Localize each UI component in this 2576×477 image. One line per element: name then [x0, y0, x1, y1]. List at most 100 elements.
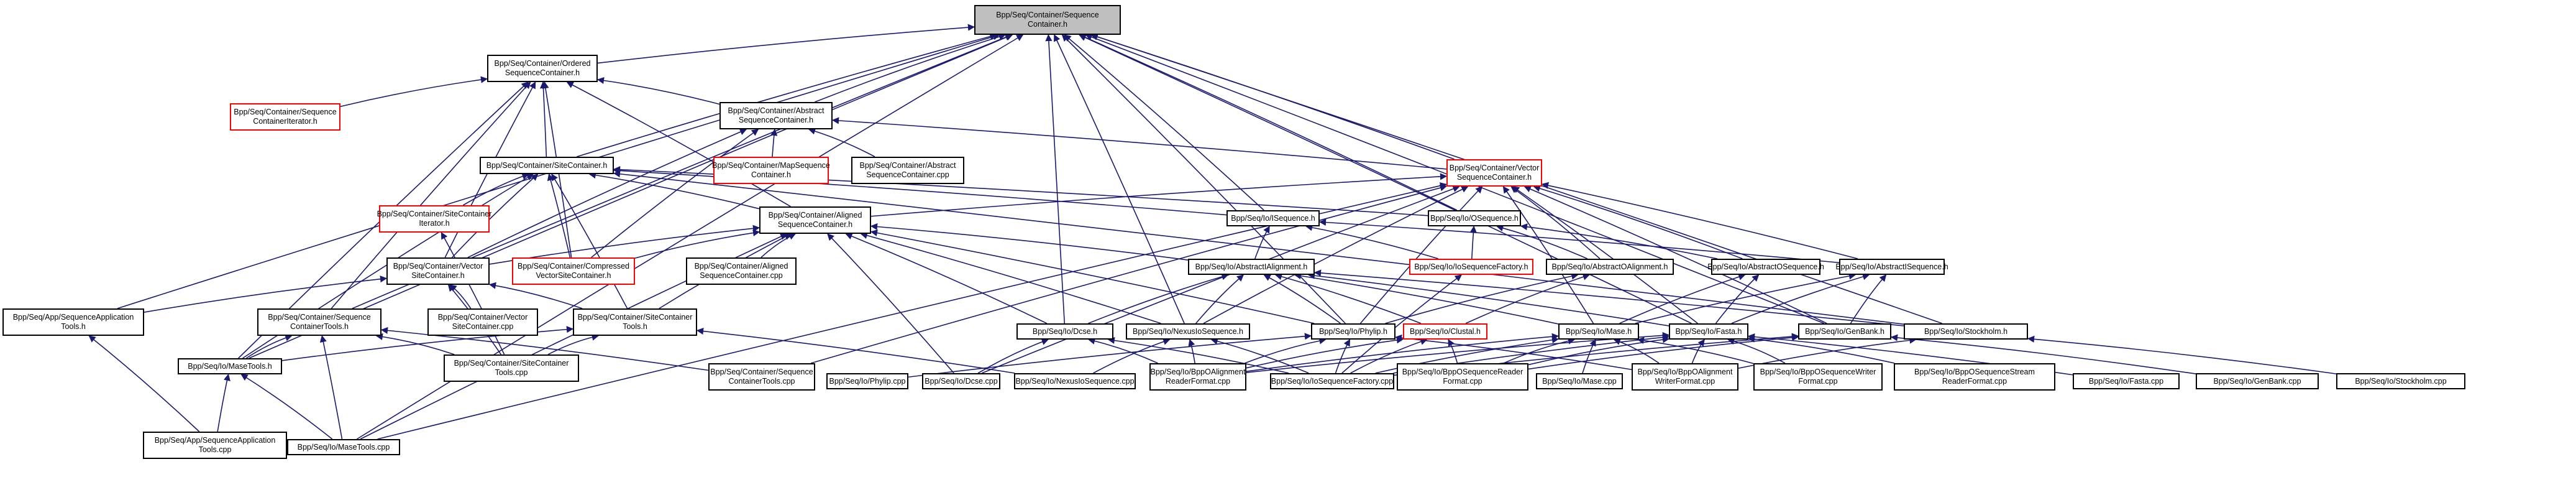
- edge-aligned-to-ordered: [566, 81, 791, 207]
- graph-node-stockholmh[interactable]: Bpp/Seq/Io/Stockholm.h: [1904, 323, 2028, 340]
- graph-node-oalignreader[interactable]: Bpp/Seq/Io/BppOAlignment ReaderFormat.cp…: [1149, 363, 1246, 391]
- graph-node-sitetools[interactable]: Bpp/Seq/Container/SiteContainer Tools.h: [573, 308, 697, 336]
- node-label: Bpp/Seq/Io/Mase.h: [1565, 326, 1632, 336]
- graph-node-masetoolscpp[interactable]: Bpp/Seq/Io/MaseTools.cpp: [287, 439, 400, 455]
- node-label: Bpp/Seq/Io/NexusIoSequence.h: [1133, 326, 1243, 336]
- edge-fastah-to-vectorsc: [1512, 186, 1698, 324]
- graph-node-abstractialign[interactable]: Bpp/Seq/Io/AbstractIAlignment.h: [1188, 259, 1315, 275]
- graph-node-abstractoseq[interactable]: Bpp/Seq/Io/AbstractOSequence.h: [1707, 259, 1824, 275]
- node-label: Bpp/Seq/Io/AbstractISequence.h: [1835, 262, 1948, 271]
- edge-masecpp-to-maseh: [1582, 338, 1596, 374]
- graph-node-siteiter[interactable]: Bpp/Seq/Container/SiteContainer Iterator…: [377, 205, 492, 233]
- graph-node-genbankh[interactable]: Bpp/Seq/Io/GenBank.h: [1798, 323, 1891, 340]
- edge-vectorsitecpp-to-vectorsite: [449, 284, 472, 309]
- edge-sctools-to-ordered: [331, 81, 531, 309]
- graph-node-abstractsc[interactable]: Bpp/Seq/Container/Abstract SequenceConta…: [719, 102, 833, 129]
- graph-node-aligned[interactable]: Bpp/Seq/Container/Aligned SequenceContai…: [759, 206, 871, 234]
- edge-nexuscpp-to-nexush: [1093, 338, 1171, 374]
- graph-node-nexuscpp[interactable]: Bpp/Seq/Io/NexusIoSequence.cpp: [1014, 373, 1136, 389]
- graph-node-seqiter[interactable]: Bpp/Seq/Container/Sequence ContainerIter…: [230, 103, 340, 131]
- edge-fastah-to-abstractiseq: [1731, 273, 1870, 324]
- edge-fastah-to-abstractialign: [1307, 272, 1669, 326]
- edge-iofactory-to-osequence: [1469, 225, 1477, 259]
- edge-abstractiseq-to-isequence: [1318, 218, 1840, 264]
- graph-node-genbankcpp[interactable]: Bpp/Seq/Io/GenBank.cpp: [2196, 373, 2319, 389]
- graph-node-sctoolscpp[interactable]: Bpp/Seq/Container/Sequence ContainerTool…: [708, 363, 815, 391]
- node-label: Bpp/Seq/Io/MaseTools.cpp: [297, 442, 390, 452]
- graph-node-isequence[interactable]: Bpp/Seq/Io/ISequence.h: [1226, 210, 1320, 226]
- edge-sitetoolscpp-to-sitetools: [547, 333, 599, 355]
- graph-node-root[interactable]: Bpp/Seq/Container/Sequence Container.h: [974, 5, 1121, 35]
- node-label: Bpp/Seq/Io/AbstractIAlignment.h: [1195, 262, 1308, 271]
- node-label: Bpp/Seq/Io/IoSequenceFactory.cpp: [1271, 376, 1394, 386]
- edge-genbankh-to-abstractiseq: [1850, 274, 1887, 324]
- graph-node-mapsc[interactable]: Bpp/Seq/Container/MapSequence Container.…: [712, 157, 830, 184]
- graph-node-oseqreader[interactable]: Bpp/Seq/Io/BppOSequenceReader Format.cpp: [1397, 363, 1528, 391]
- edge-oalignreader-to-dcseh: [1088, 337, 1158, 364]
- graph-node-osequence[interactable]: Bpp/Seq/Io/OSequence.h: [1428, 210, 1521, 226]
- graph-node-oseqstream[interactable]: Bpp/Seq/Io/BppOSequenceStream ReaderForm…: [1894, 363, 2055, 391]
- graph-node-phyliph[interactable]: Bpp/Seq/Io/Phylip.h: [1311, 323, 1395, 340]
- edge-oalignreader-to-clustalh: [1246, 336, 1404, 369]
- node-label: Bpp/Seq/Io/Fasta.cpp: [2088, 376, 2164, 386]
- graph-node-vectorsitecpp[interactable]: Bpp/Seq/Container/Vector SiteContainer.c…: [427, 308, 538, 336]
- graph-node-dcseh[interactable]: Bpp/Seq/Io/Dcse.h: [1016, 323, 1113, 340]
- graph-node-maseh[interactable]: Bpp/Seq/Io/Mase.h: [1558, 323, 1639, 340]
- node-label: Bpp/Seq/Container/Vector SiteContainer.c…: [437, 313, 528, 331]
- edge-dcsecpp-to-dcseh: [977, 338, 1049, 374]
- node-label: Bpp/Seq/Io/BppOSequenceWriter Format.cpp: [1760, 368, 1876, 386]
- graph-node-abstractoalign[interactable]: Bpp/Seq/Io/AbstractOAlignment.h: [1546, 259, 1674, 275]
- graph-node-masetoolsh[interactable]: Bpp/Seq/Io/MaseTools.h: [178, 358, 282, 374]
- graph-node-abstractiseq[interactable]: Bpp/Seq/Io/AbstractISequence.h: [1835, 259, 1948, 275]
- edge-abstractsc-to-ordered: [596, 76, 720, 105]
- graph-node-clustalh[interactable]: Bpp/Seq/Io/Clustal.h: [1403, 323, 1487, 340]
- edge-sitecont-to-root: [576, 33, 997, 157]
- graph-node-phylipcpp[interactable]: Bpp/Seq/Io/Phylip.cpp: [826, 373, 908, 389]
- graph-node-sitetoolscpp[interactable]: Bpp/Seq/Container/SiteContainer Tools.cp…: [444, 354, 579, 382]
- edge-phyliph-to-vectorsc: [1359, 186, 1483, 324]
- node-label: Bpp/Seq/Io/AbstractOAlignment.h: [1551, 262, 1668, 271]
- edge-stockholmh-to-sitecont: [613, 170, 1904, 325]
- edge-iofactorycpp-to-nexush: [1210, 338, 1309, 374]
- graph-node-iofactory[interactable]: Bpp/Seq/Io/IoSequenceFactory.h: [1409, 259, 1533, 275]
- edge-sitetools-to-vectorsite: [488, 282, 583, 309]
- node-label: Bpp/Seq/Container/Aligned SequenceContai…: [694, 262, 788, 280]
- graph-node-sitecont[interactable]: Bpp/Seq/Container/SiteContainer.h: [480, 157, 614, 174]
- edge-dcsecpp-to-vectorsc: [981, 185, 1460, 374]
- edge-genbankcpp-to-genbankh: [1890, 334, 2196, 374]
- node-label: Bpp/Seq/Container/SiteContainer Iterator…: [377, 210, 492, 228]
- graph-node-stockholmcpp[interactable]: Bpp/Seq/Io/Stockholm.cpp: [2336, 373, 2465, 389]
- graph-node-fastah[interactable]: Bpp/Seq/Io/Fasta.h: [1669, 323, 1748, 340]
- node-label: Bpp/Seq/Container/Vector SiteContainer.h: [393, 262, 483, 280]
- edge-genbankh-to-vectorsc: [1523, 185, 1827, 324]
- edge-oseqstream-to-fastah: [1747, 335, 1895, 364]
- graph-node-nexush[interactable]: Bpp/Seq/Io/NexusIoSequence.h: [1126, 323, 1250, 340]
- edge-sctoolscpp-to-vectorsc: [810, 184, 1448, 364]
- graph-node-dcsecpp[interactable]: Bpp/Seq/Io/Dcse.cpp: [922, 373, 1000, 389]
- graph-node-alignedcpp[interactable]: Bpp/Seq/Container/Aligned SequenceContai…: [686, 257, 797, 285]
- node-label: Bpp/Seq/Container/SiteContainer.h: [486, 160, 608, 170]
- graph-node-masecpp[interactable]: Bpp/Seq/Io/Mase.cpp: [1536, 373, 1623, 389]
- graph-node-iofactorycpp[interactable]: Bpp/Seq/Io/IoSequenceFactory.cpp: [1270, 373, 1394, 389]
- graph-node-seqapptoolscpp[interactable]: Bpp/Seq/App/SequenceApplication Tools.cp…: [143, 432, 287, 459]
- graph-node-oseqwriter[interactable]: Bpp/Seq/Io/BppOSequenceWriter Format.cpp: [1753, 363, 1883, 391]
- node-label: Bpp/Seq/Io/AbstractOSequence.h: [1707, 262, 1824, 271]
- graph-node-abstractsccpp[interactable]: Bpp/Seq/Container/Abstract SequenceConta…: [851, 157, 964, 184]
- graph-node-vectorsite[interactable]: Bpp/Seq/Container/Vector SiteContainer.h: [386, 257, 490, 285]
- graph-node-vectorsc[interactable]: Bpp/Seq/Container/Vector SequenceContain…: [1446, 159, 1542, 187]
- node-label: Bpp/Seq/Container/Sequence Container.h: [996, 11, 1099, 29]
- graph-node-seqapptools[interactable]: Bpp/Seq/App/SequenceApplication Tools.h: [2, 308, 144, 336]
- graph-node-fastacpp[interactable]: Bpp/Seq/Io/Fasta.cpp: [2073, 373, 2180, 389]
- graph-node-compressed[interactable]: Bpp/Seq/Container/Compressed VectorSiteC…: [512, 257, 635, 285]
- edge-vectorsc-to-root: [1090, 33, 1455, 160]
- edge-fastah-to-abstractoseq: [1715, 274, 1760, 324]
- edge-aligned-to-vectorsc: [870, 173, 1448, 217]
- edge-seqiter-to-ordered: [340, 76, 488, 108]
- node-label: Bpp/Seq/Container/SiteContainer Tools.h: [577, 313, 693, 331]
- edge-nexush-to-vectorsc: [1203, 186, 1469, 324]
- edge-compressed-to-aligned: [634, 229, 760, 259]
- graph-node-sctools[interactable]: Bpp/Seq/Container/Sequence ContainerTool…: [257, 308, 381, 336]
- graph-node-ordered[interactable]: Bpp/Seq/Container/Ordered SequenceContai…: [487, 55, 598, 82]
- graph-node-oalignwriter[interactable]: Bpp/Seq/Io/BppOAlignment WriterFormat.cp…: [1632, 363, 1738, 391]
